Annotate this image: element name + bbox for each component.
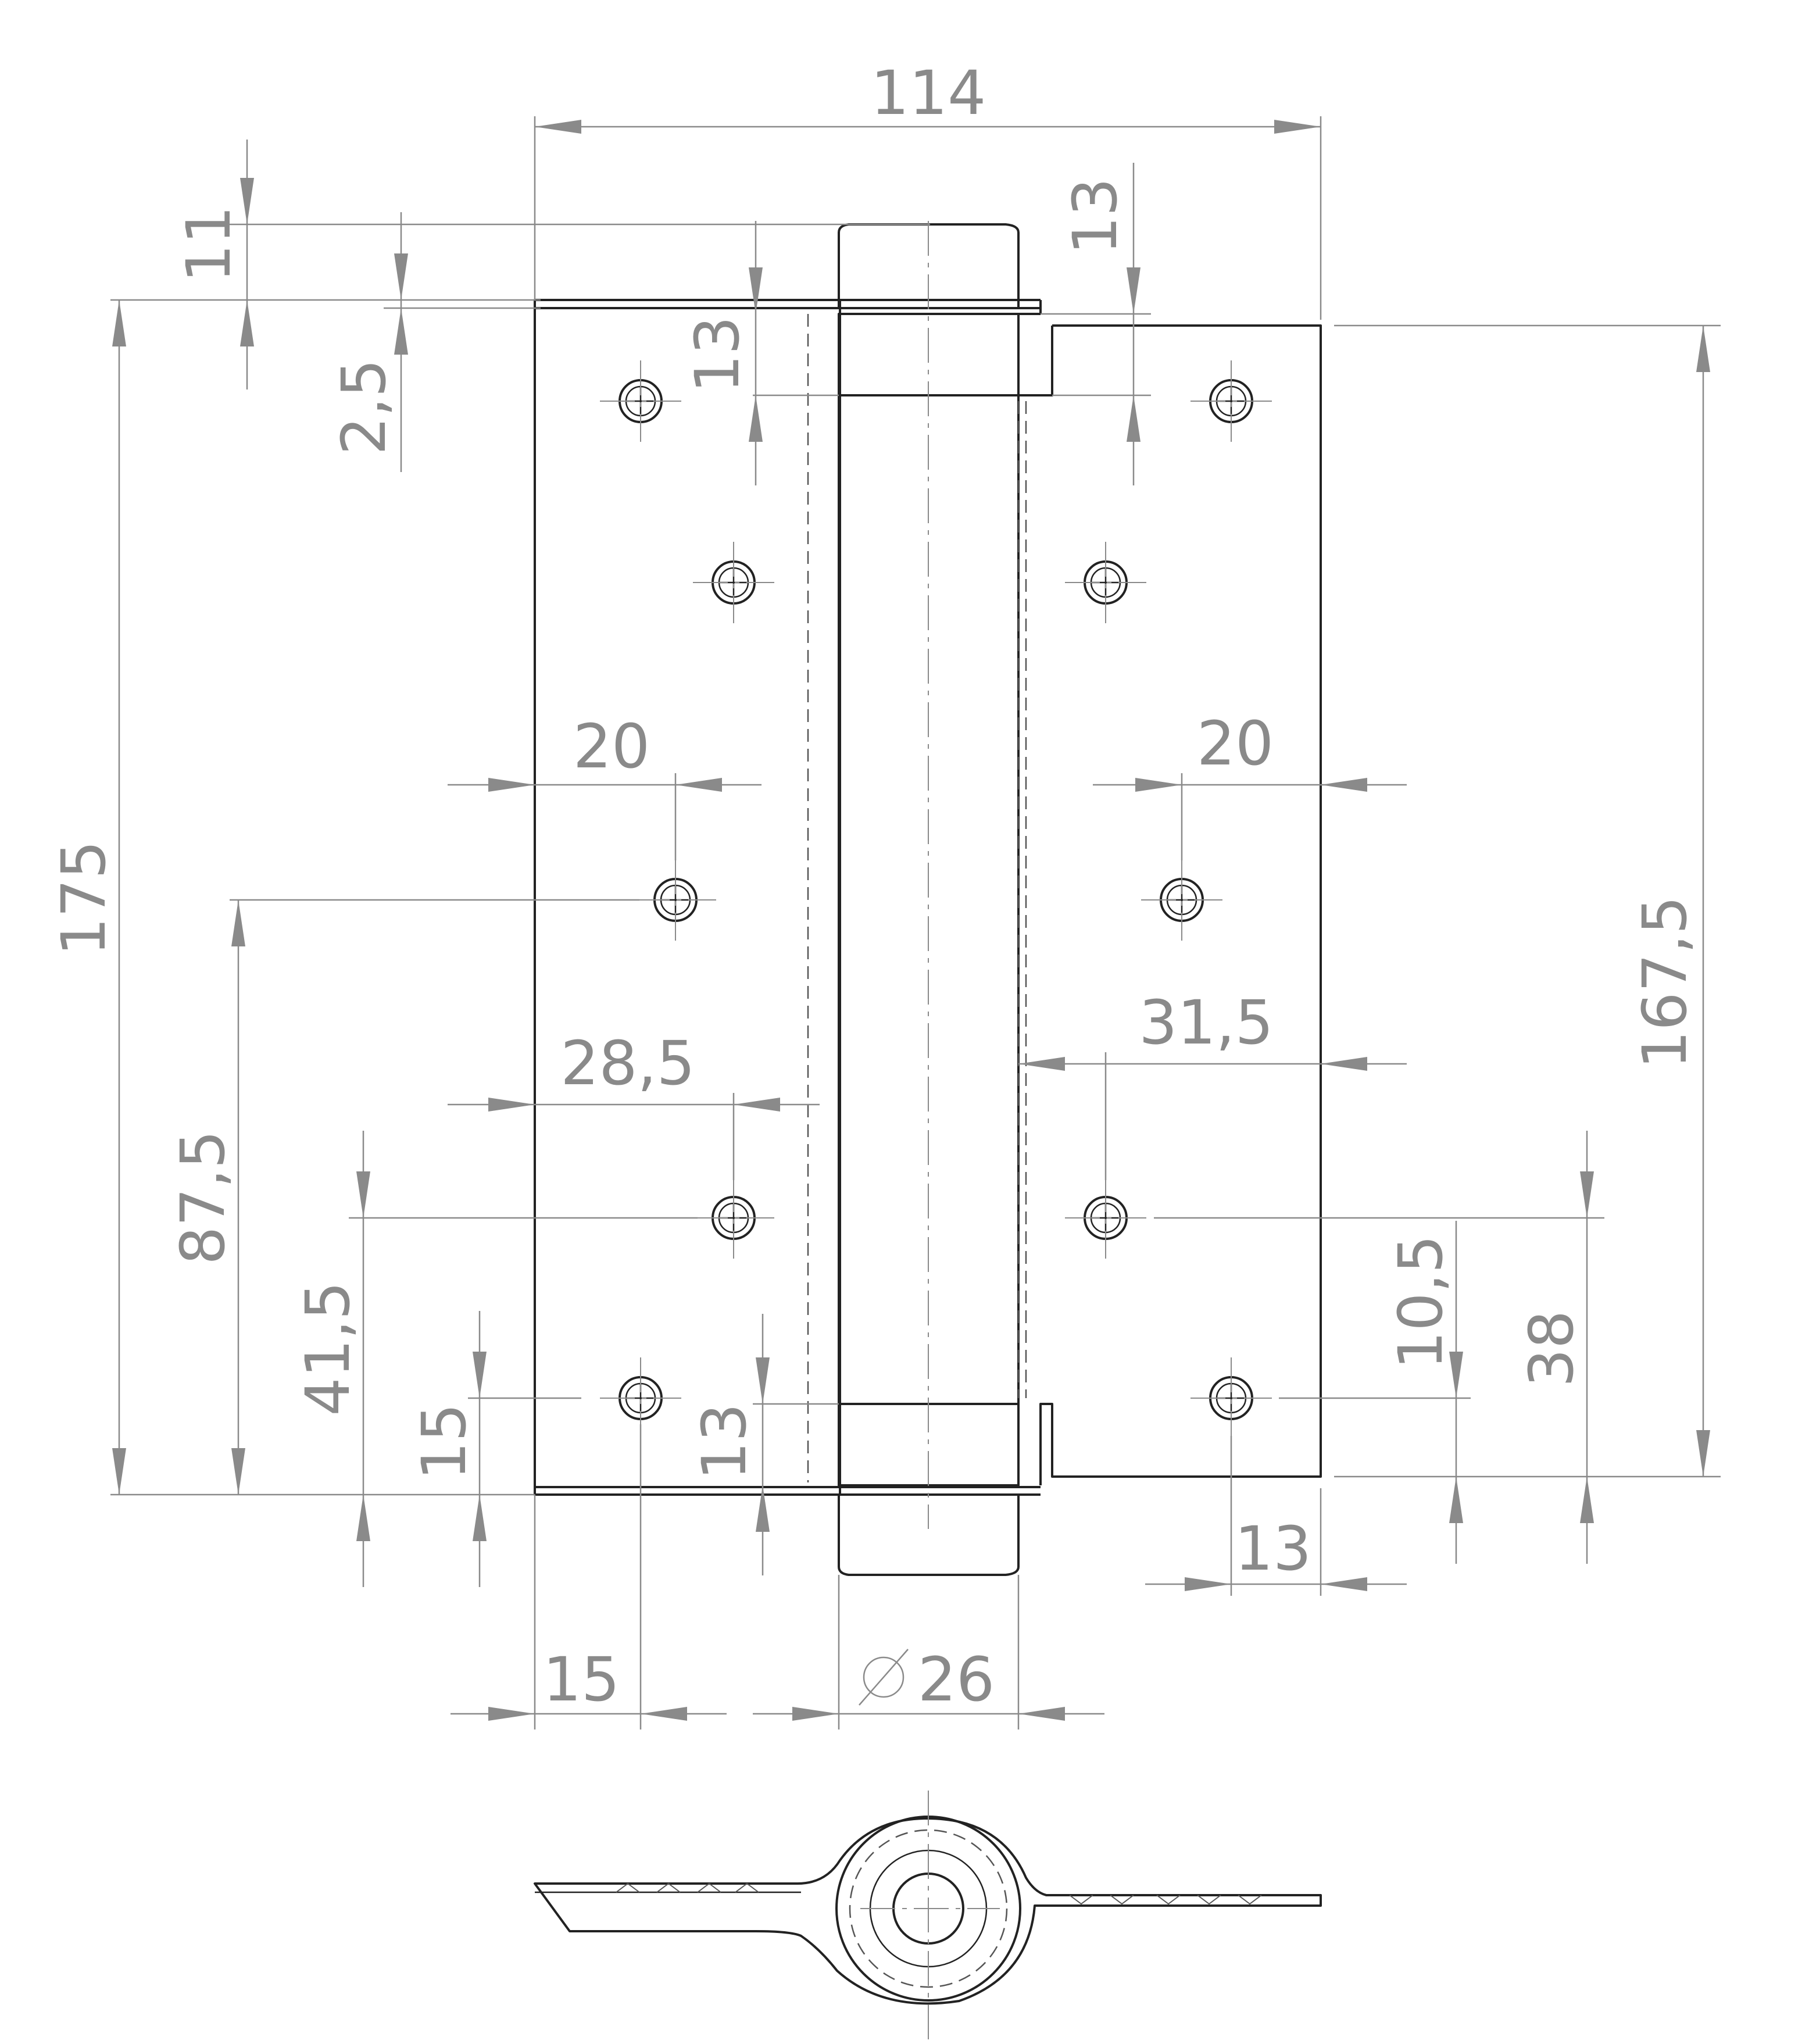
dim-right-hole-inset: 20 <box>1197 708 1274 779</box>
left-leaf <box>534 299 841 1496</box>
diameter-symbol <box>859 1649 909 1706</box>
screw-hole <box>1065 1177 1146 1259</box>
screw-hole <box>1141 859 1222 941</box>
dim-knuckle-gap: 2,5 <box>328 359 399 455</box>
dim-right-lower-hole: 38 <box>1516 1310 1587 1387</box>
dim-left-top-cap: 13 <box>682 316 753 393</box>
top-view <box>534 1791 1322 2041</box>
dim-right-edge-distance: 13 <box>1235 1513 1311 1584</box>
dim-bottom-hole-height: 15 <box>409 1403 480 1480</box>
left-leaf-profile <box>534 1817 1322 2005</box>
dim-right-hole-offset: 31,5 <box>1139 987 1274 1058</box>
dim-left-hole-offset: 28,5 <box>560 1028 695 1099</box>
dim-overall-height: 175 <box>48 841 119 956</box>
dim-leaf-height: 167,5 <box>1629 896 1700 1069</box>
barrel-hidden <box>849 1829 1008 1988</box>
dim-right-bottom-offset: 10,5 <box>1385 1235 1456 1370</box>
screw-hole <box>1190 360 1272 442</box>
dim-right-top-cap: 13 <box>1060 178 1131 255</box>
screw-hole <box>1065 542 1146 623</box>
screw-hole <box>1190 1357 1272 1439</box>
dim-lower-hole-height: 41,5 <box>292 1281 363 1416</box>
right-leaf-hatch <box>1069 1895 1262 1905</box>
dim-left-bottom-cap: 13 <box>689 1403 760 1480</box>
screw-hole <box>693 542 774 623</box>
dim-half-height: 87,5 <box>167 1130 238 1265</box>
left-leaf-hatch <box>616 1882 759 1893</box>
dim-edge-distance: 15 <box>543 1644 620 1715</box>
dim-top-offset: 11 <box>173 206 244 283</box>
dim-barrel-diameter: 26 <box>918 1644 995 1715</box>
screw-hole <box>600 360 681 442</box>
dim-overall-width: 114 <box>871 58 986 128</box>
screw-holes <box>600 360 1272 1439</box>
screw-hole <box>693 1177 774 1259</box>
dimension-lines <box>110 116 1721 1729</box>
barrel-bottom-cap <box>838 1495 1020 1576</box>
dimension-labels: 114 11 2,5 13 13 175 167,5 20 20 87,5 28… <box>48 58 1700 1715</box>
screw-hole <box>635 859 716 941</box>
front-view <box>534 221 1322 1576</box>
dim-left-hole-inset: 20 <box>573 711 650 782</box>
